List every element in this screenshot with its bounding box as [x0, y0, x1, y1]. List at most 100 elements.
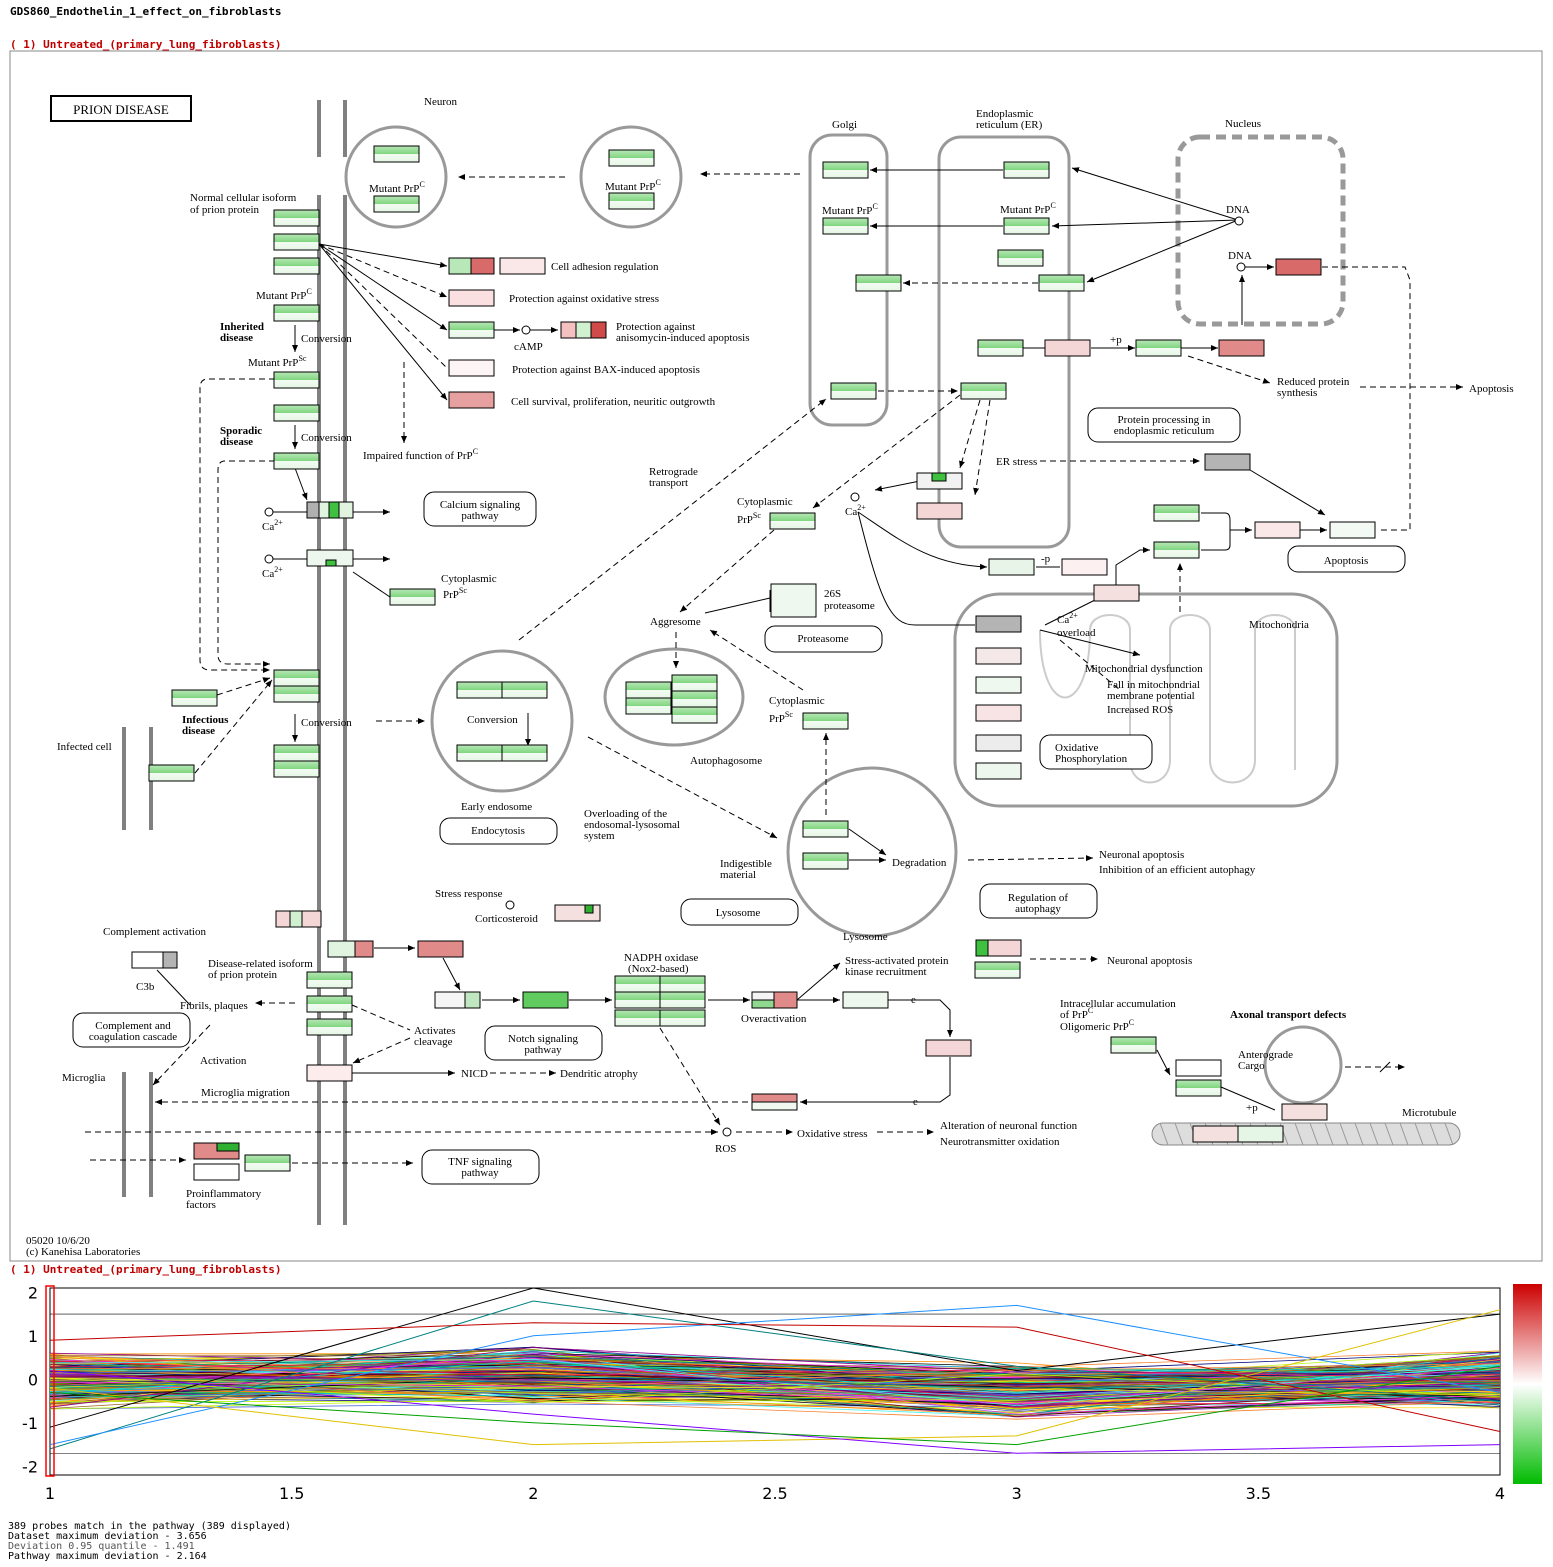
lysosome-box [680, 898, 799, 926]
label-tnf-2: pathway [461, 1167, 499, 1179]
label-autophagosome: Autophagosome [690, 755, 762, 767]
y-tick-2: 2 [28, 1283, 38, 1302]
label-conversion-2: Conversion [301, 432, 352, 444]
oxphos-box [1039, 734, 1153, 770]
probe-line [49, 1367, 1501, 1404]
lysosome [786, 766, 958, 938]
label-protection-aniso-2: anisomycin-induced apoptosis [616, 332, 750, 344]
label-early-endosome: Early endosome [461, 801, 532, 813]
label-reg-autophagy-2: autophagy [1015, 903, 1061, 915]
label-mutant-prpc-3: Mutant PrPC [256, 287, 312, 302]
x-tick-4: 4 [1495, 1484, 1505, 1503]
selected-sample-marker[interactable] [45, 1285, 55, 1477]
apoptosis-box [1287, 545, 1406, 573]
calcium-pathway-box [423, 491, 537, 527]
label-reg-autophagy-1: Regulation of [1008, 892, 1069, 904]
label-sporadic-2: disease [220, 436, 253, 448]
highlight-series-3 [49, 1309, 1501, 1446]
label-overloading-3: system [584, 830, 615, 842]
sample-label-bottom: ( 1) Untreated_(primary_lung_fibroblasts… [10, 1263, 282, 1276]
label-normal-isoform-2: of prion protein [190, 204, 260, 216]
label-e-1: e [911, 994, 916, 1006]
highlight-series-6 [49, 1365, 1501, 1446]
mitochondria-cristae [1039, 614, 1296, 784]
label-endocytosis: Endocytosis [471, 825, 525, 837]
highlight-series-0 [49, 1287, 1501, 1428]
map-title: PRION DISEASE [73, 102, 169, 117]
early-endosome [430, 649, 574, 793]
map-footer-2: (c) Kanehisa Laboratories [26, 1246, 140, 1258]
label-neuronal-apoptosis-2: Neuronal apoptosis [1107, 955, 1192, 967]
label-lysosome: Lysosome [843, 931, 888, 943]
protein-processing-box [1087, 407, 1241, 443]
label-dendritic-atrophy: Dendritic atrophy [560, 1068, 638, 1080]
stats-line-quantile: Deviation 0.95 quantile - 1.491 [8, 1541, 195, 1552]
label-axonal-transport: Axonal transport defects [1230, 1009, 1347, 1021]
proteasome-box [764, 625, 883, 653]
label-complement-activation: Complement activation [103, 926, 206, 938]
label-inherited-1: Inherited [220, 321, 264, 333]
map-footer-1: 05020 10/6/20 [26, 1235, 90, 1247]
stats-panel: 389 probes match in the pathway (389 dis… [8, 1522, 291, 1562]
label-er-1: Endoplasmic [976, 108, 1034, 120]
highlight-series-1 [49, 1300, 1501, 1450]
label-prpsc-3: PrPSc [769, 710, 793, 725]
label-neuron: Neuron [424, 96, 457, 108]
label-microtubule: Microtubule [1402, 1107, 1456, 1119]
label-tnf-1: TNF signaling [448, 1156, 512, 1168]
label-mutant-prpc-1: Mutant PrPC [369, 180, 425, 195]
x-tick-2.5: 2.5 [762, 1484, 787, 1503]
label-complement-cascade-2: coagulation cascade [89, 1031, 177, 1043]
probe-line [49, 1374, 1501, 1389]
label-er-stress: ER stress [996, 456, 1037, 468]
label-retrograde-2: transport [649, 477, 688, 489]
label-impaired-function: Impaired function of PrPC [363, 447, 478, 462]
label-conversion-3: Conversion [301, 717, 352, 729]
label-microglia: Microglia [62, 1072, 105, 1084]
label-cytoplasmic-1: Cytoplasmic [441, 573, 497, 585]
x-tick-2: 2 [528, 1484, 538, 1503]
label-minus-p: -p [1041, 553, 1051, 565]
label-sporadic-1: Sporadic [220, 425, 262, 437]
label-ros: ROS [715, 1143, 736, 1155]
highlight-series-5 [49, 1322, 1501, 1432]
label-normal-isoform-1: Normal cellular isoform [190, 192, 297, 204]
plot-gridlines [50, 1313, 1500, 1454]
probe-line [49, 1362, 1501, 1385]
label-infected-cell: Infected cell [57, 741, 112, 753]
label-prpsc-2: PrPSc [737, 511, 761, 526]
label-cytoplasmic-2: Cytoplasmic [737, 496, 793, 508]
label-oligomeric: Oligomeric PrPC [1060, 1018, 1134, 1033]
stats-line-probes: 389 probes match in the pathway (389 dis… [8, 1521, 291, 1532]
label-nadph-2: (Nox2-based) [628, 963, 689, 975]
label-ca-overload-1: Ca2+ [1057, 611, 1078, 626]
label-26s-proteasome: proteasome [824, 600, 875, 612]
label-complement-cascade-1: Complement and [95, 1020, 171, 1032]
probe-line [49, 1355, 1501, 1388]
label-stress-response: Stress response [435, 888, 503, 900]
label-mutant-prpsc: Mutant PrPSc [248, 354, 307, 369]
label-c3b: C3b [136, 981, 155, 993]
autophagosome [603, 647, 745, 747]
label-prpsc-1: PrPSc [443, 586, 467, 601]
label-neuronal-apoptosis-1: Neuronal apoptosis [1099, 849, 1184, 861]
nucleus-compartment [1175, 134, 1346, 327]
label-inhibition: Inhibition of an efficient autophagy [1099, 864, 1256, 876]
label-plus-p-1: +p [1110, 334, 1122, 346]
label-indigestible-1: Indigestible [720, 858, 772, 870]
map-border [9, 50, 1543, 1262]
label-corticosteroid: Corticosteroid [475, 913, 538, 925]
color-scale-bar [1513, 1284, 1542, 1484]
label-er-2: reticulum (ER) [976, 119, 1043, 131]
label-indigestible-2: material [720, 869, 756, 881]
label-activates-2: cleavage [414, 1036, 453, 1048]
label-dna-2: DNA [1228, 250, 1252, 262]
stats-line-dataset-dev: Dataset maximum deviation - 3.656 [8, 1531, 207, 1542]
label-camp: cAMP [514, 341, 543, 353]
label-plus-p-2: +p [1246, 1102, 1258, 1114]
label-protein-proc-2: endoplasmic reticulum [1114, 425, 1215, 437]
y-tick-1: 1 [28, 1327, 38, 1346]
label-activates-1: Activates [414, 1025, 456, 1037]
label-e-2: e [913, 1096, 918, 1108]
label-oxphos-1: Oxidative [1055, 742, 1098, 754]
